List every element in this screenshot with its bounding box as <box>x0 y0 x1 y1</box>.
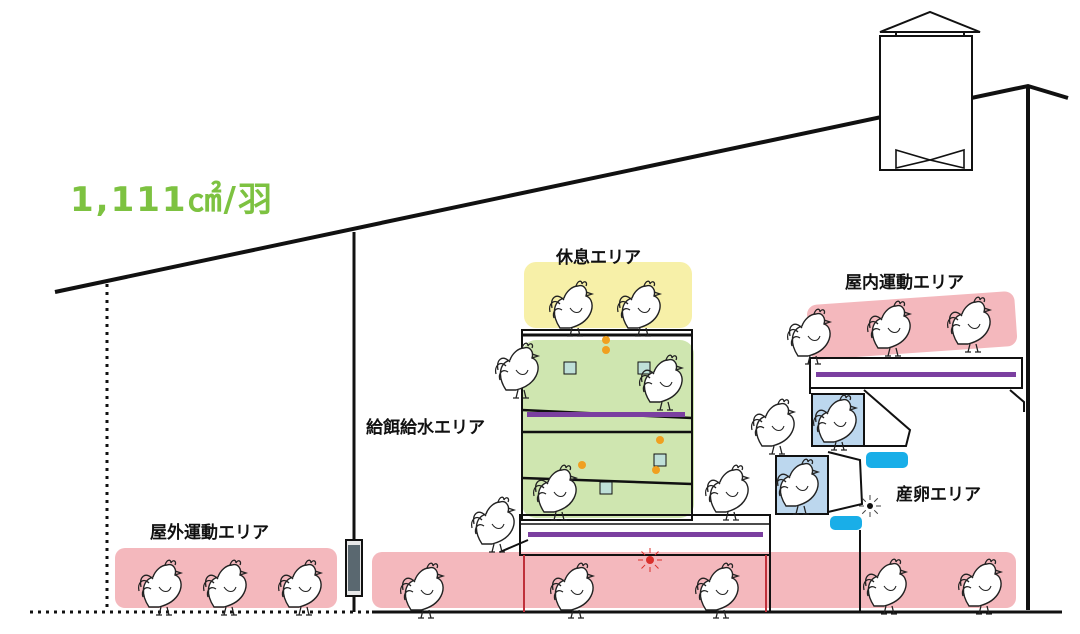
rest-area-label: 休息エリア <box>556 248 641 268</box>
light-icon <box>646 556 654 564</box>
chicken-icon-13 <box>470 496 515 553</box>
outdoor-exercise-area-label: 屋外運動エリア <box>150 523 269 543</box>
nest-light-ray-5 <box>861 497 867 503</box>
ventilation-chimney-icon <box>879 10 981 33</box>
pophole-door-panel <box>348 545 360 591</box>
aviary-tower-frame <box>521 329 693 521</box>
entry-ramp <box>499 539 529 553</box>
indoor-exercise-area-label: 屋内運動エリア <box>845 273 964 293</box>
space-per-bird-text: 1,111㎠/羽 <box>70 180 274 220</box>
light-ray-7 <box>654 551 659 556</box>
drinker-cup-0 <box>563 361 577 375</box>
light-ray-5 <box>641 551 646 556</box>
chicken-icon-15 <box>750 398 795 455</box>
nest-light-ray-7 <box>873 497 879 503</box>
water-nipple-2 <box>578 461 586 469</box>
water-nipple-4 <box>652 466 660 474</box>
drinker-cup-3 <box>653 453 667 467</box>
nest-light-ray-1 <box>873 509 879 515</box>
chimney-fan <box>895 148 965 170</box>
upper-nest-roll-out <box>863 389 912 447</box>
floor-exercise-zone <box>372 552 1016 608</box>
lower-egg-collection-belt <box>830 516 862 530</box>
drinker-cup-1 <box>637 361 651 375</box>
upper-platform-trough <box>816 372 1016 377</box>
water-nipple-1 <box>602 346 610 354</box>
upper-platform-bracket <box>1009 389 1025 412</box>
feeding-watering-area-label: 給餌給水エリア <box>366 418 485 438</box>
laying-area-label: 産卵エリア <box>896 485 981 505</box>
water-nipple-3 <box>656 436 664 444</box>
drinker-cup-2 <box>599 481 613 495</box>
chimney-body <box>879 35 973 171</box>
light-ray-1 <box>654 564 659 569</box>
nest-light-ray-3 <box>861 509 867 515</box>
upper-egg-collection-belt <box>866 452 908 468</box>
light-ray-3 <box>641 564 646 569</box>
rest-zone <box>524 262 692 328</box>
nest-light-icon <box>867 503 873 509</box>
lower-nest-roll-out <box>827 451 864 513</box>
water-nipple-0 <box>602 336 610 344</box>
lower-feed-trough <box>528 532 763 537</box>
chicken-icon-14 <box>704 464 749 521</box>
upper-feed-trough <box>527 412 685 417</box>
